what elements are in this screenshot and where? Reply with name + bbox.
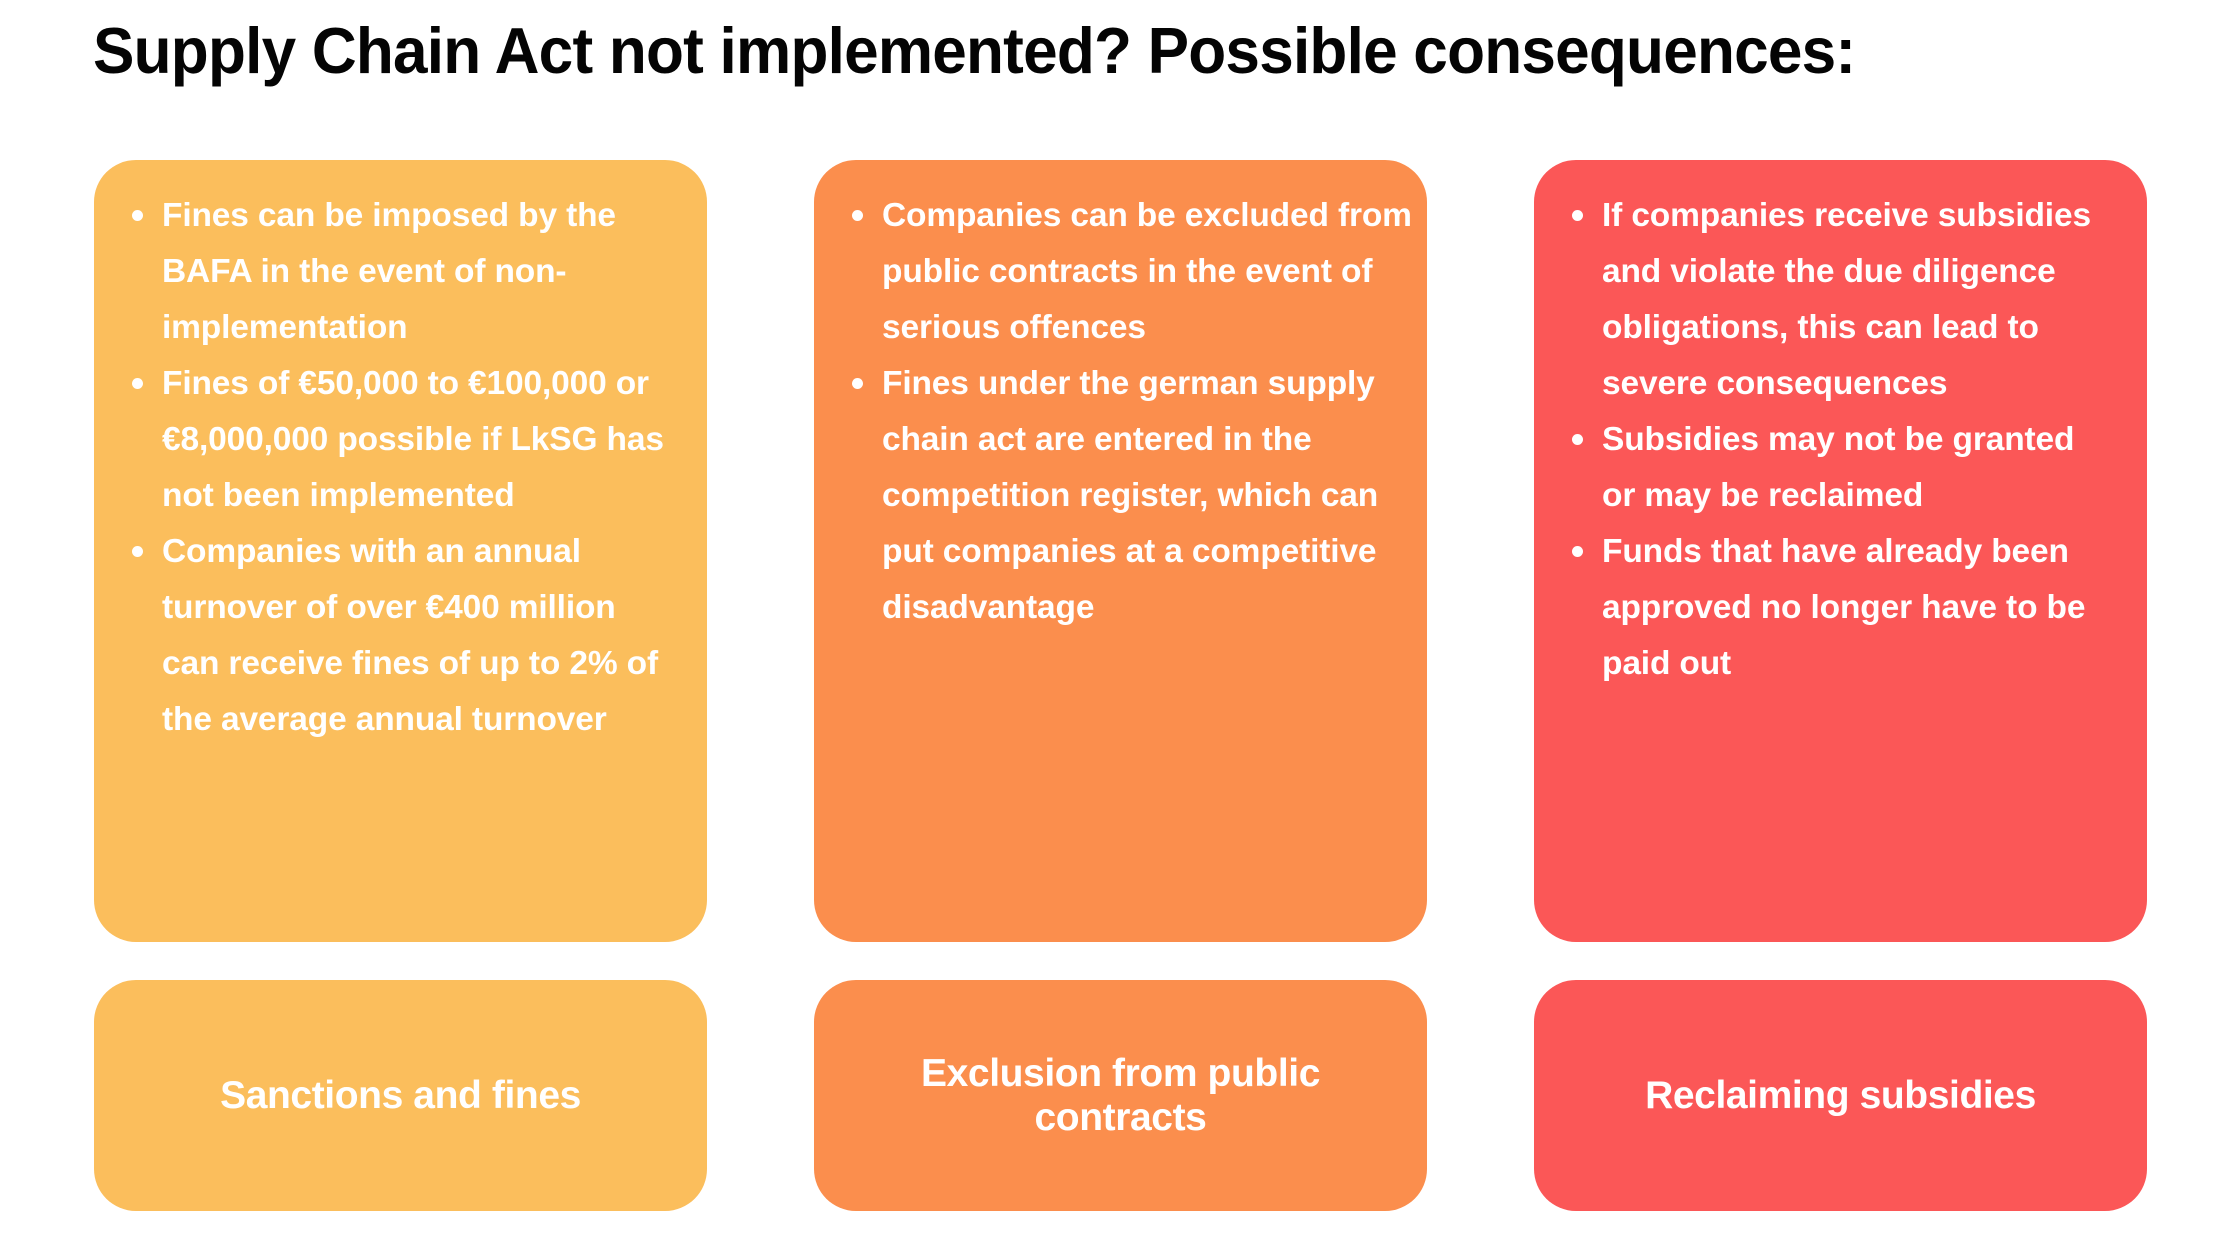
list-item-text: Funds that have already been approved no… [1602, 533, 2086, 682]
bullet-dot-icon [1572, 546, 1583, 557]
list-item: Companies can be excluded from public co… [852, 188, 1412, 356]
list-item-text: Companies can be excluded from public co… [882, 197, 1412, 346]
consequence-column-reclaiming-subsidies: If companies receive subsidies and viola… [1534, 0, 2147, 1260]
list-item: Subsidies may not be granted or may be r… [1572, 412, 2112, 524]
consequence-label-card: Sanctions and fines [94, 980, 707, 1211]
bullet-dot-icon [132, 210, 143, 221]
list-item: If companies receive subsidies and viola… [1572, 188, 2112, 412]
page-title: Supply Chain Act not implemented? Possib… [93, 14, 1856, 87]
bullet-dot-icon [1572, 210, 1583, 221]
list-item-text: If companies receive subsidies and viola… [1602, 197, 2091, 402]
consequence-label-card: Exclusion from public contracts [814, 980, 1427, 1211]
list-item: Fines of €50,000 to €100,000 or €8,000,0… [132, 356, 682, 524]
list-item: Fines can be imposed by the BAFA in the … [132, 188, 682, 356]
consequence-detail-card: Fines can be imposed by the BAFA in the … [94, 160, 707, 942]
list-item: Fines under the german supply chain act … [852, 356, 1412, 636]
consequence-detail-card: Companies can be excluded from public co… [814, 160, 1427, 942]
list-item-text: Fines can be imposed by the BAFA in the … [162, 197, 616, 346]
list-item-text: Subsidies may not be granted or may be r… [1602, 421, 2075, 514]
list-item-text: Companies with an annual turnover of ove… [162, 533, 658, 738]
consequence-bullet-list: If companies receive subsidies and viola… [1560, 188, 2112, 692]
bullet-dot-icon [852, 378, 863, 389]
list-item: Companies with an annual turnover of ove… [132, 524, 682, 748]
bullet-dot-icon [1572, 434, 1583, 445]
consequence-bullet-list: Fines can be imposed by the BAFA in the … [120, 188, 682, 748]
consequence-label-card: Reclaiming subsidies [1534, 980, 2147, 1211]
consequence-label-text: Reclaiming subsidies [1645, 1073, 2036, 1117]
consequence-label-text: Exclusion from public contracts [921, 1051, 1320, 1139]
consequence-column-exclusion-from-public-contracts: Companies can be excluded from public co… [814, 0, 1427, 1260]
bullet-dot-icon [132, 378, 143, 389]
bullet-dot-icon [132, 546, 143, 557]
consequence-detail-card: If companies receive subsidies and viola… [1534, 160, 2147, 942]
list-item: Funds that have already been approved no… [1572, 524, 2112, 692]
consequence-column-sanctions-and-fines: Fines can be imposed by the BAFA in the … [94, 0, 707, 1260]
consequence-label-text: Sanctions and fines [220, 1073, 581, 1117]
consequence-bullet-list: Companies can be excluded from public co… [840, 188, 1412, 636]
list-item-text: Fines of €50,000 to €100,000 or €8,000,0… [162, 365, 664, 514]
bullet-dot-icon [852, 210, 863, 221]
list-item-text: Fines under the german supply chain act … [882, 365, 1379, 626]
